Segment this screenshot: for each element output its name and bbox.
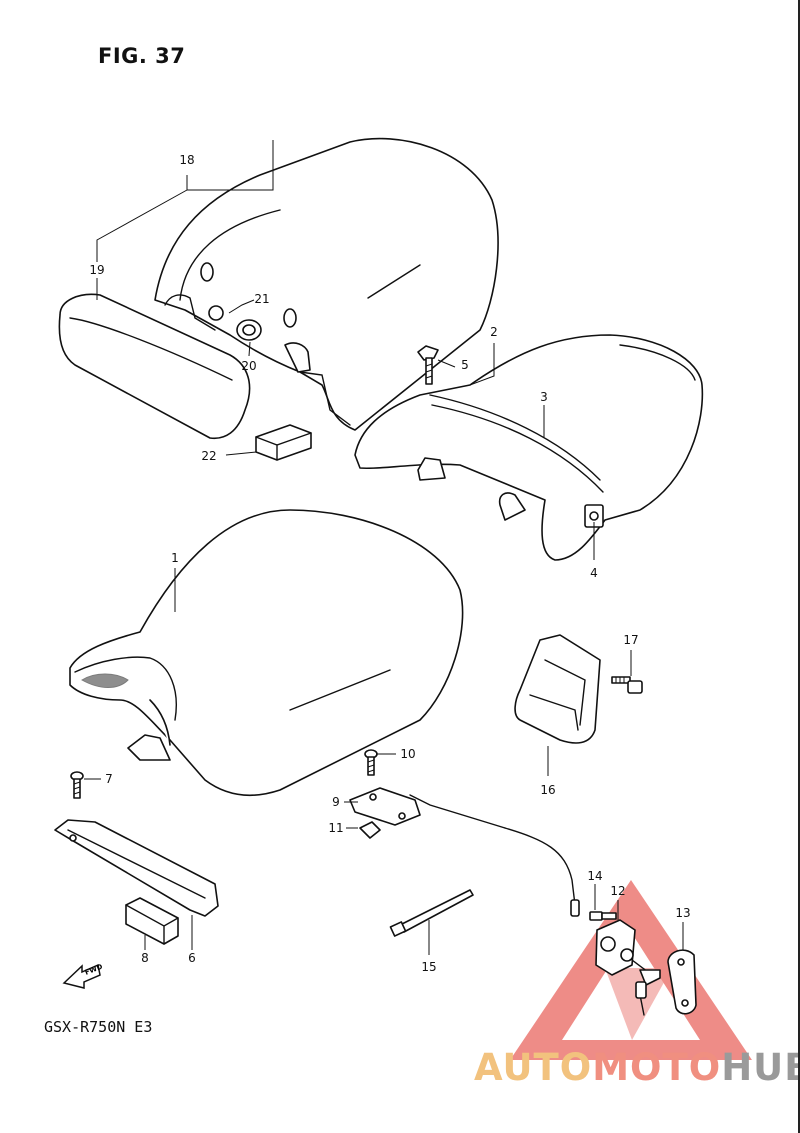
callout-14: 14 xyxy=(587,869,603,883)
cushion-block-8 xyxy=(125,897,179,945)
seat-stay-6 xyxy=(54,819,219,917)
grommet-20 xyxy=(236,319,262,341)
callout-4: 4 xyxy=(590,566,598,580)
callout-7: 7 xyxy=(105,772,113,786)
callout-15: 15 xyxy=(421,960,437,974)
rear-seat xyxy=(354,334,704,561)
watermark-auto: AUTO xyxy=(474,1046,593,1089)
front-seat xyxy=(69,509,464,796)
model-label: GSX-R750N E3 xyxy=(44,1018,153,1036)
watermark-logo xyxy=(510,880,752,1060)
watermark-text: AUTOMOTOHUB xyxy=(474,1046,798,1090)
callout-6: 6 xyxy=(188,951,196,965)
callout-8: 8 xyxy=(141,951,149,965)
cowl-cushion-pad xyxy=(58,293,251,440)
callout-16: 16 xyxy=(540,783,556,797)
callout-10: 10 xyxy=(400,747,416,761)
callout-13: 13 xyxy=(675,906,691,920)
callout-22: 22 xyxy=(201,449,217,463)
leader-lines xyxy=(84,140,684,955)
clip-11 xyxy=(359,821,381,839)
seat-tail-cowl xyxy=(154,137,499,431)
callout-9: 9 xyxy=(332,795,340,809)
watermark-hub: HUB xyxy=(721,1046,798,1089)
callout-12: 12 xyxy=(610,884,626,898)
screw-7 xyxy=(70,771,84,799)
cable-tie-15 xyxy=(389,889,474,937)
screw-14 xyxy=(589,911,617,921)
screw-10 xyxy=(364,749,378,776)
callout-5: 5 xyxy=(461,358,469,372)
forward-direction-arrow: FWD xyxy=(62,963,104,989)
callout-17: 17 xyxy=(623,633,639,647)
lock-bracket-13 xyxy=(667,949,697,1015)
callout-19: 19 xyxy=(89,263,105,277)
figure-title: FIG. 37 xyxy=(98,44,186,68)
callout-3: 3 xyxy=(540,390,548,404)
callout-21: 21 xyxy=(254,292,270,306)
callout-1: 1 xyxy=(171,551,179,565)
watermark-moto: MOTO xyxy=(592,1046,722,1089)
bolt-17 xyxy=(611,676,643,694)
callout-2: 2 xyxy=(490,325,498,339)
bolt-5 xyxy=(417,345,439,385)
sponge-block-22 xyxy=(255,424,312,461)
seat-lock-cover-16 xyxy=(514,634,601,744)
callout-18: 18 xyxy=(179,153,195,167)
callout-11: 11 xyxy=(328,821,344,835)
seat-lock-assembly-12 xyxy=(595,919,661,1016)
callout-20: 20 xyxy=(241,359,257,373)
seat-lock-latch-9 xyxy=(349,787,580,917)
